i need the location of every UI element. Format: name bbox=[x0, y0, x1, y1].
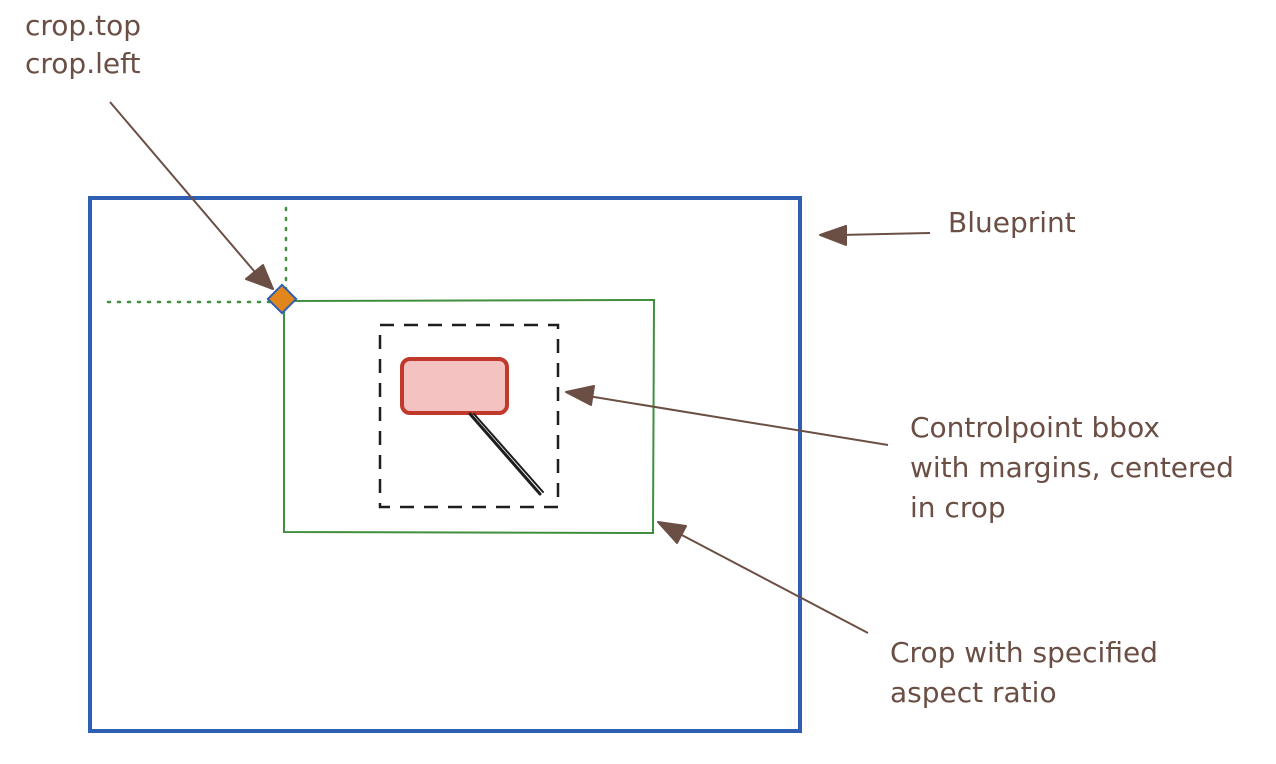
label-crop-2: aspect ratio bbox=[890, 676, 1057, 709]
label-crop-top: crop.top bbox=[25, 9, 141, 42]
controlpoint-pointer bbox=[468, 412, 542, 496]
crop-corner-marker bbox=[266, 283, 298, 315]
label-blueprint: Blueprint bbox=[948, 206, 1076, 239]
blueprint-arrow-line bbox=[839, 232, 931, 236]
label-controlpoint-2: with margins, centered bbox=[910, 451, 1234, 484]
crop-arrow-head bbox=[657, 521, 687, 544]
label-controlpoint-1: Controlpoint bbox bbox=[910, 411, 1160, 444]
label-crop-left: crop.left bbox=[25, 47, 140, 80]
bbox-arrow-head bbox=[565, 385, 595, 406]
blueprint-rect bbox=[88, 196, 802, 733]
blueprint-arrow-head bbox=[819, 225, 847, 246]
controlpoint-bbox bbox=[378, 323, 560, 509]
corner-arrow-head bbox=[245, 264, 274, 290]
bbox-arrow-line bbox=[587, 395, 889, 446]
label-controlpoint-3: in crop bbox=[910, 491, 1006, 524]
crop-rect bbox=[283, 298, 656, 535]
crop-arrow-line bbox=[677, 532, 869, 634]
controlpoint-pointer-inner bbox=[473, 413, 544, 493]
controlpoint-shape bbox=[400, 357, 509, 415]
corner-arrow-line bbox=[109, 101, 261, 279]
label-crop-1: Crop with specified bbox=[890, 636, 1158, 669]
annotation-arrows bbox=[109, 101, 931, 634]
